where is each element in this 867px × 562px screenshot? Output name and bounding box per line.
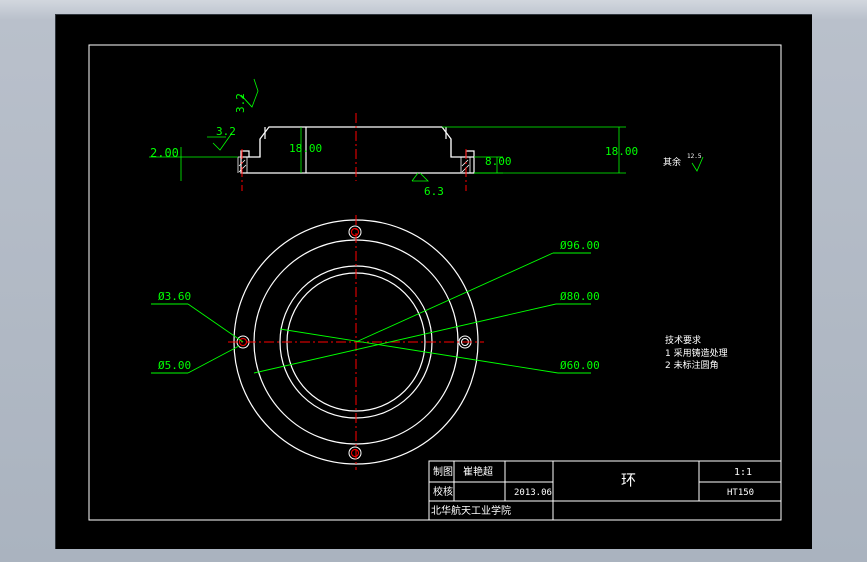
outer-frame bbox=[88, 44, 782, 521]
section-view: 3.2 3.2 6.3 2.00 18.00 8.00 18.00 其余 12.… bbox=[149, 78, 704, 198]
dim-right-value: 18.00 bbox=[605, 145, 638, 158]
section-centerlines bbox=[241, 113, 467, 191]
roughness-rest-value: 12.5 bbox=[687, 153, 702, 160]
tech-req-line2: 2 未标注圆角 bbox=[665, 359, 719, 371]
scale: 1:1 bbox=[734, 467, 752, 478]
plan-dim-texts: Ø96.00 Ø80.00 Ø60.00 Ø3.60 Ø5.00 bbox=[158, 239, 600, 372]
dim-d60: Ø60.00 bbox=[560, 359, 600, 372]
tech-req-title: 技术要求 bbox=[665, 334, 701, 346]
dim-d96: Ø96.00 bbox=[560, 239, 600, 252]
material: HT150 bbox=[727, 488, 754, 498]
part-name: 环 bbox=[621, 471, 636, 489]
date: 2013.06 bbox=[514, 488, 552, 498]
section-dim-texts: 3.2 3.2 6.3 2.00 18.00 8.00 18.00 bbox=[150, 93, 638, 198]
section-outline bbox=[240, 126, 475, 174]
roughness-top-value: 3.2 bbox=[234, 93, 247, 113]
tech-req-line1: 1 采用铸造处理 bbox=[665, 347, 728, 359]
roughness-bottom-value: 6.3 bbox=[424, 185, 444, 198]
cad-viewport[interactable]: 3.2 3.2 6.3 2.00 18.00 8.00 18.00 其余 12.… bbox=[55, 14, 812, 549]
dim-step-value: 8.00 bbox=[485, 155, 512, 168]
plan-view: Ø96.00 Ø80.00 Ø60.00 Ø3.60 Ø5.00 bbox=[151, 215, 600, 470]
dim-d5: Ø5.00 bbox=[158, 359, 191, 372]
drawing-sheet: 3.2 3.2 6.3 2.00 18.00 8.00 18.00 其余 12.… bbox=[56, 15, 812, 549]
tech-requirements: 技术要求 1 采用铸造处理 2 未标注圆角 bbox=[665, 334, 728, 371]
plan-leaders bbox=[151, 252, 591, 374]
check-label: 校核 bbox=[433, 485, 453, 498]
dim-height-value: 18.00 bbox=[289, 142, 322, 155]
dim-d80: Ø80.00 bbox=[560, 290, 600, 303]
roughness-rest-label: 其余 bbox=[663, 156, 681, 168]
dim-left-value: 2.00 bbox=[150, 146, 179, 160]
drawn-label: 制图 bbox=[433, 465, 453, 478]
drawn-name: 崔艳超 bbox=[463, 465, 493, 478]
plan-centerlines bbox=[228, 215, 484, 470]
school: 北华航天工业学院 bbox=[431, 504, 511, 517]
roughness-left-value: 3.2 bbox=[216, 125, 236, 138]
roughness-rest: 其余 12.5 bbox=[663, 153, 702, 168]
dim-d3-60: Ø3.60 bbox=[158, 290, 191, 303]
inner-frame bbox=[56, 15, 812, 549]
section-dimensions bbox=[149, 78, 704, 182]
title-block: 制图 崔艳超 校核 2013.06 环 1:1 HT150 北华航天工业学院 bbox=[428, 460, 782, 521]
